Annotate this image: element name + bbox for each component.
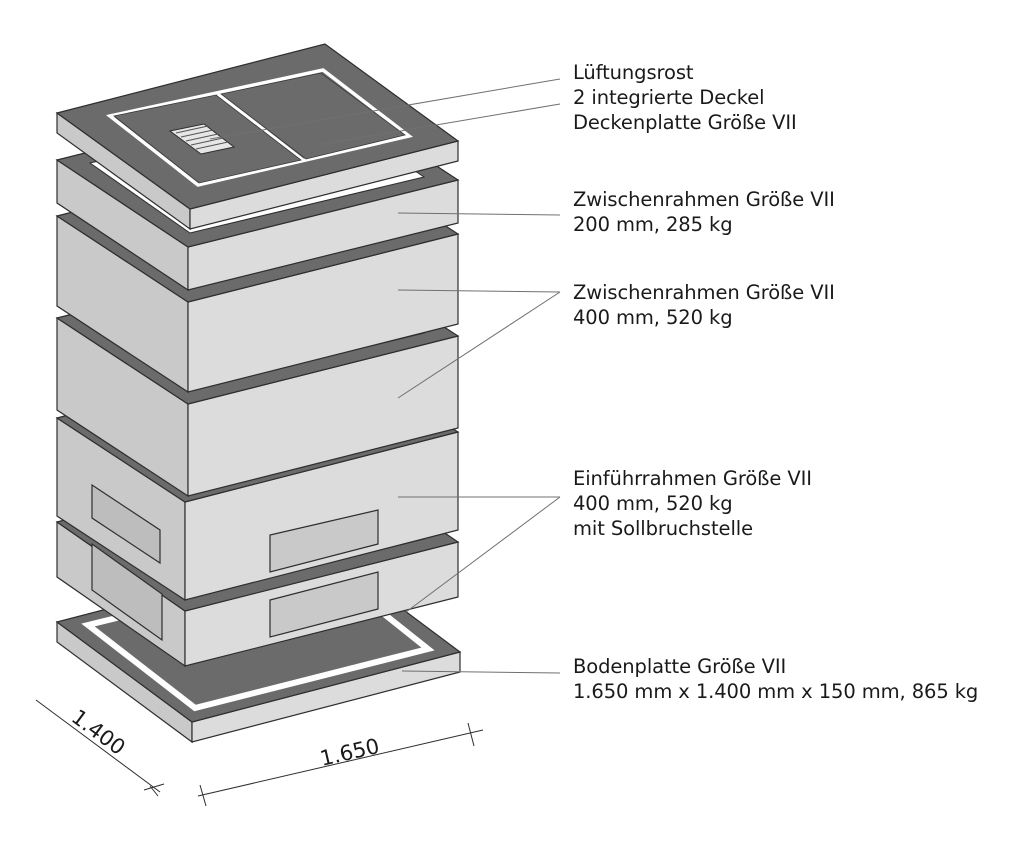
leader-frame-200: [397, 212, 561, 216]
label-ventilation-grate: Lüftungsrost: [573, 61, 694, 84]
label-entry-frame-spec: 400 mm, 520 kg: [573, 492, 733, 515]
leader-integrated-lids: [317, 103, 561, 146]
cover-lid-divider: [216, 92, 306, 163]
label-intermediate-frame-400: Zwischenrahmen Größe VII 400 mm, 520 kg: [573, 280, 835, 330]
dimension-depth-tick: [143, 783, 165, 791]
entry-frame-upper-cutout-right: [269, 509, 379, 573]
label-base-plate-name: Bodenplatte Größe VII: [573, 655, 787, 678]
dimension-width-extension: [199, 784, 207, 807]
cover-plate-frame-line: [105, 68, 414, 187]
grate-slot: [185, 133, 219, 142]
ventilation-grate-plate: [168, 123, 236, 155]
entry-frame-upper-cutout-left: [91, 483, 161, 565]
leader-ventilation-grate: [209, 78, 561, 140]
label-frame-200-name: Zwischenrahmen Größe VII: [573, 188, 835, 211]
cover-plate: [55, 43, 460, 231]
dimension-width-label: 1.650: [318, 734, 382, 771]
leader-base-plate: [401, 670, 561, 674]
dimension-depth-line: [35, 699, 161, 793]
label-cover-plate-size: Deckenplatte Größe VII: [573, 111, 797, 134]
label-entry-frame: Einführrahmen Größe VII 400 mm, 520 kg m…: [573, 466, 812, 541]
label-frame-400-spec: 400 mm, 520 kg: [573, 306, 733, 329]
cover-lid-right: [220, 72, 406, 160]
dimension-width-extension: [467, 722, 475, 747]
label-frame-200-spec: 200 mm, 285 kg: [573, 213, 733, 236]
label-cover-plate: Lüftungsrost 2 integrierte Deckel Decken…: [573, 60, 797, 135]
dimension-depth-label: 1.400: [67, 705, 130, 760]
dimension-width: [197, 722, 484, 807]
leader-lines: [209, 78, 561, 674]
grate-slot: [195, 141, 229, 150]
dimension-depth-tick: [149, 785, 159, 797]
shaft-stack: [55, 43, 462, 744]
dimension-width-line: [197, 729, 484, 797]
leader-entry-frame-lower: [397, 496, 561, 619]
entry-frame-lower-cutout-right: [269, 571, 379, 638]
grate-slot: [190, 137, 224, 146]
label-base-plate: Bodenplatte Größe VII 1.650 mm x 1.400 m…: [573, 654, 978, 704]
leader-frame-400-upper: [397, 289, 561, 293]
grate-slot: [175, 125, 209, 134]
label-base-plate-spec: 1.650 mm x 1.400 mm x 150 mm, 865 kg: [573, 680, 979, 703]
label-frame-400-name: Zwischenrahmen Größe VII: [573, 281, 835, 304]
dimension-depth: [35, 699, 165, 797]
grate-slot: [180, 129, 214, 138]
ventilation-grate: [168, 123, 236, 155]
label-intermediate-frame-200: Zwischenrahmen Größe VII 200 mm, 285 kg: [573, 187, 835, 237]
entry-frame-lower-cutout-left: [91, 542, 163, 642]
label-entry-frame-note: mit Sollbruchstelle: [573, 517, 753, 540]
label-entry-frame-name: Einführrahmen Größe VII: [573, 467, 812, 490]
label-integrated-lids: 2 integrierte Deckel: [573, 86, 765, 109]
leader-frame-400-lower: [397, 291, 561, 399]
